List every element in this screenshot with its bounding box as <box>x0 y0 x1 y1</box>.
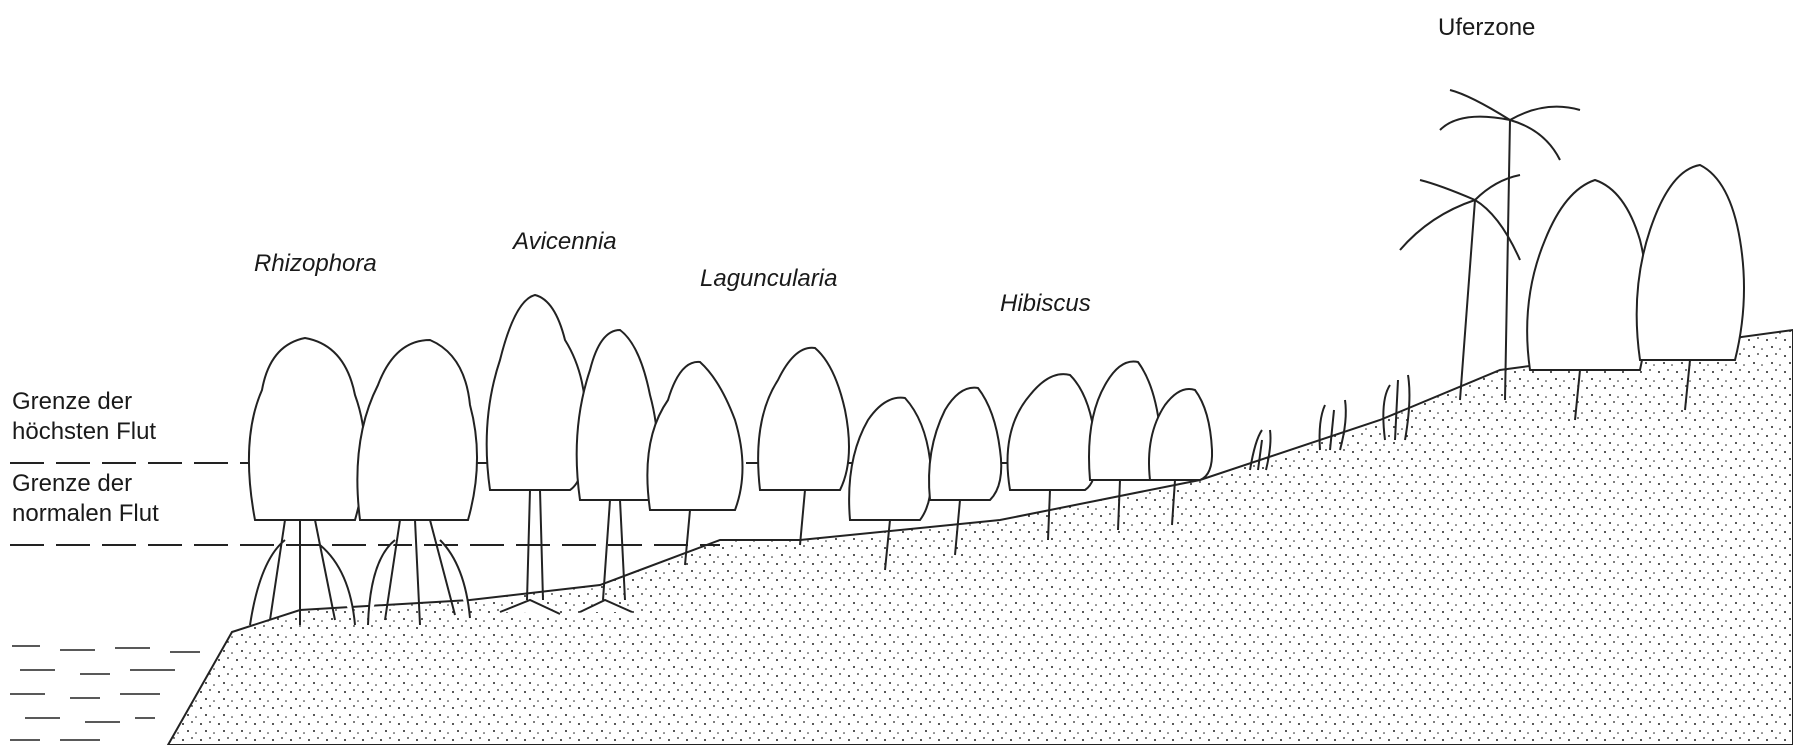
rhizophora-trees <box>249 338 477 625</box>
hibiscus-label: Hibiscus <box>1000 290 1091 319</box>
uferzone-label: Uferzone <box>1438 14 1535 43</box>
normal-tide-label-line2: normalen Flut <box>12 500 159 529</box>
avicennia-trees <box>487 295 658 614</box>
rhizophora-label: Rhizophora <box>254 250 377 279</box>
avicennia-label: Avicennia <box>513 228 617 257</box>
highest-tide-label-line1: Grenze der <box>12 388 132 417</box>
normal-tide-label-line1: Grenze der <box>12 470 132 499</box>
highest-tide-label-line2: höchsten Flut <box>12 418 156 447</box>
laguncularia-label: Laguncularia <box>700 265 837 294</box>
